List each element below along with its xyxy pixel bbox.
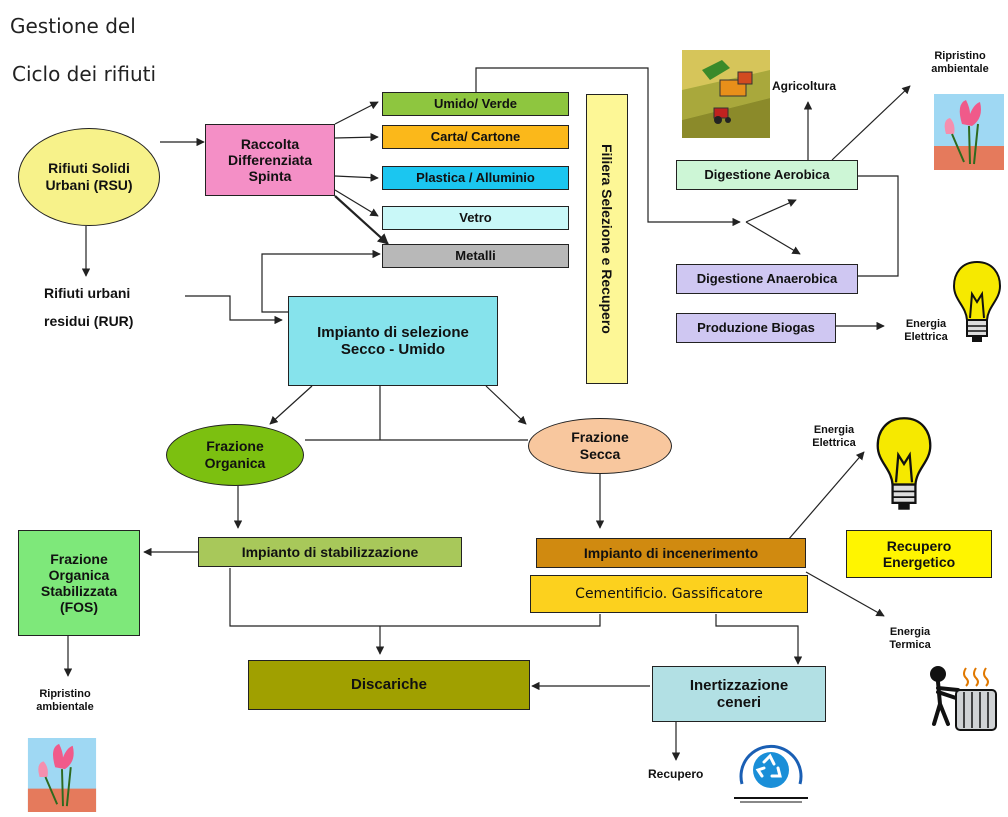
rur-line-2: residui (RUR) <box>44 313 134 329</box>
node-discariche: Discariche <box>248 660 530 710</box>
recupero-energetico-label: Recupero Energetico <box>882 537 956 570</box>
ripristino-bottom-label: Ripristino ambientale <box>36 688 94 713</box>
title-line-2: Ciclo dei rifiuti <box>12 62 157 86</box>
energia-elettrica-top-label: Energia Elettrica <box>904 318 948 343</box>
umido-label: Umido/ Verde <box>433 95 518 111</box>
node-vetro: Vetro <box>382 206 569 230</box>
recycle-icon <box>734 740 808 804</box>
node-frazione-secca: Frazione Secca <box>528 418 672 474</box>
ripristino-top-label: Ripristino ambientale <box>931 50 989 75</box>
energia-elettrica-mid-label: Energia Elettrica <box>812 424 856 449</box>
node-filiera: Filiera Selezione e Recupero <box>586 94 628 384</box>
node-rsu: Rifiuti Solidi Urbani (RSU) <box>18 128 160 226</box>
discariche-label: Discariche <box>351 676 427 694</box>
tulip-icon <box>24 738 100 812</box>
carta-label: Carta/ Cartone <box>430 128 521 144</box>
title-line-1: Gestione del <box>10 14 136 38</box>
impianto-selezione-label: Impianto di selezione Secco - Umido <box>317 323 469 358</box>
node-biogas: Produzione Biogas <box>676 313 836 343</box>
frazione-organica-label: Frazione Organica <box>204 438 266 471</box>
node-dig-anaerobica: Digestione Anaerobica <box>676 264 858 294</box>
node-carta: Carta/ Cartone <box>382 125 569 149</box>
metalli-label: Metalli <box>455 247 496 263</box>
fos-label: Frazione Organica Stabilizzata (FOS) <box>40 550 118 616</box>
plastica-label: Plastica / Alluminio <box>416 169 535 185</box>
energia-termica-label: Energia Termica <box>889 626 931 651</box>
node-fos: Frazione Organica Stabilizzata (FOS) <box>18 530 140 636</box>
radiator-person-icon <box>920 664 1002 744</box>
node-stabilizzazione: Impianto di stabilizzazione <box>198 537 462 567</box>
rsu-label: Rifiuti Solidi Urbani (RSU) <box>45 160 133 193</box>
rur-line-1: Rifiuti urbani <box>44 285 131 301</box>
vetro-label: Vetro <box>459 209 492 225</box>
stabilizzazione-label: Impianto di stabilizzazione <box>241 543 419 560</box>
node-impianto-selezione: Impianto di selezione Secco - Umido <box>288 296 498 386</box>
cementificio-label: Cementificio. Gassificatore <box>575 585 763 602</box>
lightbulb-icon <box>872 416 936 512</box>
biogas-label: Produzione Biogas <box>697 319 815 335</box>
inertizzazione-label: Inertizzazione ceneri <box>689 676 789 711</box>
lightbulb-icon <box>952 260 1002 344</box>
filiera-label: Filiera Selezione e Recupero <box>599 144 616 334</box>
dig-aerobica-label: Digestione Aerobica <box>704 166 830 182</box>
frazione-secca-label: Frazione Secca <box>571 429 629 462</box>
harvester-icon <box>682 50 770 138</box>
node-recupero-energetico: Recupero Energetico <box>846 530 992 578</box>
node-plastica: Plastica / Alluminio <box>382 166 569 190</box>
node-metalli: Metalli <box>382 244 569 268</box>
recupero-label: Recupero <box>648 767 704 781</box>
raccolta-label: Raccolta Differenziata Spinta <box>227 135 313 185</box>
node-incenerimento: Impianto di incenerimento <box>536 538 806 568</box>
tulip-icon <box>934 94 1004 170</box>
dig-anaerobica-label: Digestione Anaerobica <box>696 270 838 286</box>
node-umido: Umido/ Verde <box>382 92 569 116</box>
node-frazione-organica: Frazione Organica <box>166 424 304 486</box>
agricoltura-label: Agricoltura <box>772 79 837 93</box>
node-cementificio: Cementificio. Gassificatore <box>530 575 808 613</box>
incenerimento-label: Impianto di incenerimento <box>583 544 759 561</box>
node-inertizzazione: Inertizzazione ceneri <box>652 666 826 722</box>
node-raccolta: Raccolta Differenziata Spinta <box>205 124 335 196</box>
node-dig-aerobica: Digestione Aerobica <box>676 160 858 190</box>
